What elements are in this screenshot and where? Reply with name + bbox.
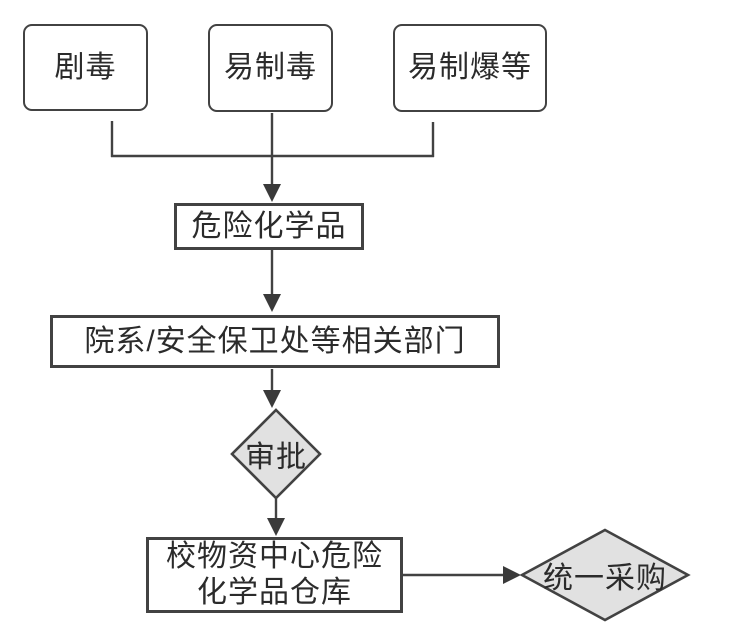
- node-unified-procurement: 统一采购: [522, 530, 688, 620]
- node-drug-precursor: 易制毒: [208, 24, 333, 112]
- arrowhead-to-warehouse: [267, 518, 285, 536]
- node-hazardous-chemicals-label: 危险化学品: [191, 209, 347, 243]
- node-explosive-precursor-label: 易制爆等: [408, 51, 532, 84]
- node-explosive-precursor: 易制爆等: [393, 24, 547, 112]
- node-unified-procurement-label: 统一采购: [543, 562, 667, 595]
- node-hazardous-chemicals: 危险化学品: [174, 203, 364, 250]
- node-warehouse: 校物资中心危险 化学品仓库: [146, 537, 403, 613]
- arrowhead-to-departments: [263, 294, 281, 312]
- arrowhead-to-hazardous: [263, 184, 281, 202]
- node-approval: 审批: [232, 410, 320, 498]
- arrowhead-to-approval: [263, 390, 281, 408]
- node-warehouse-label-line1: 校物资中心危险: [166, 540, 383, 573]
- node-toxic: 剧毒: [23, 24, 148, 111]
- node-toxic-label: 剧毒: [54, 50, 117, 84]
- node-warehouse-label-line2: 化学品仓库: [197, 576, 352, 609]
- node-related-departments: 院系/安全保卫处等相关部门: [50, 315, 500, 368]
- node-approval-label: 审批: [245, 441, 307, 474]
- node-drug-precursor-label: 易制毒: [224, 51, 317, 84]
- node-related-departments-label: 院系/安全保卫处等相关部门: [84, 324, 466, 358]
- arrowhead-to-procurement: [503, 566, 521, 584]
